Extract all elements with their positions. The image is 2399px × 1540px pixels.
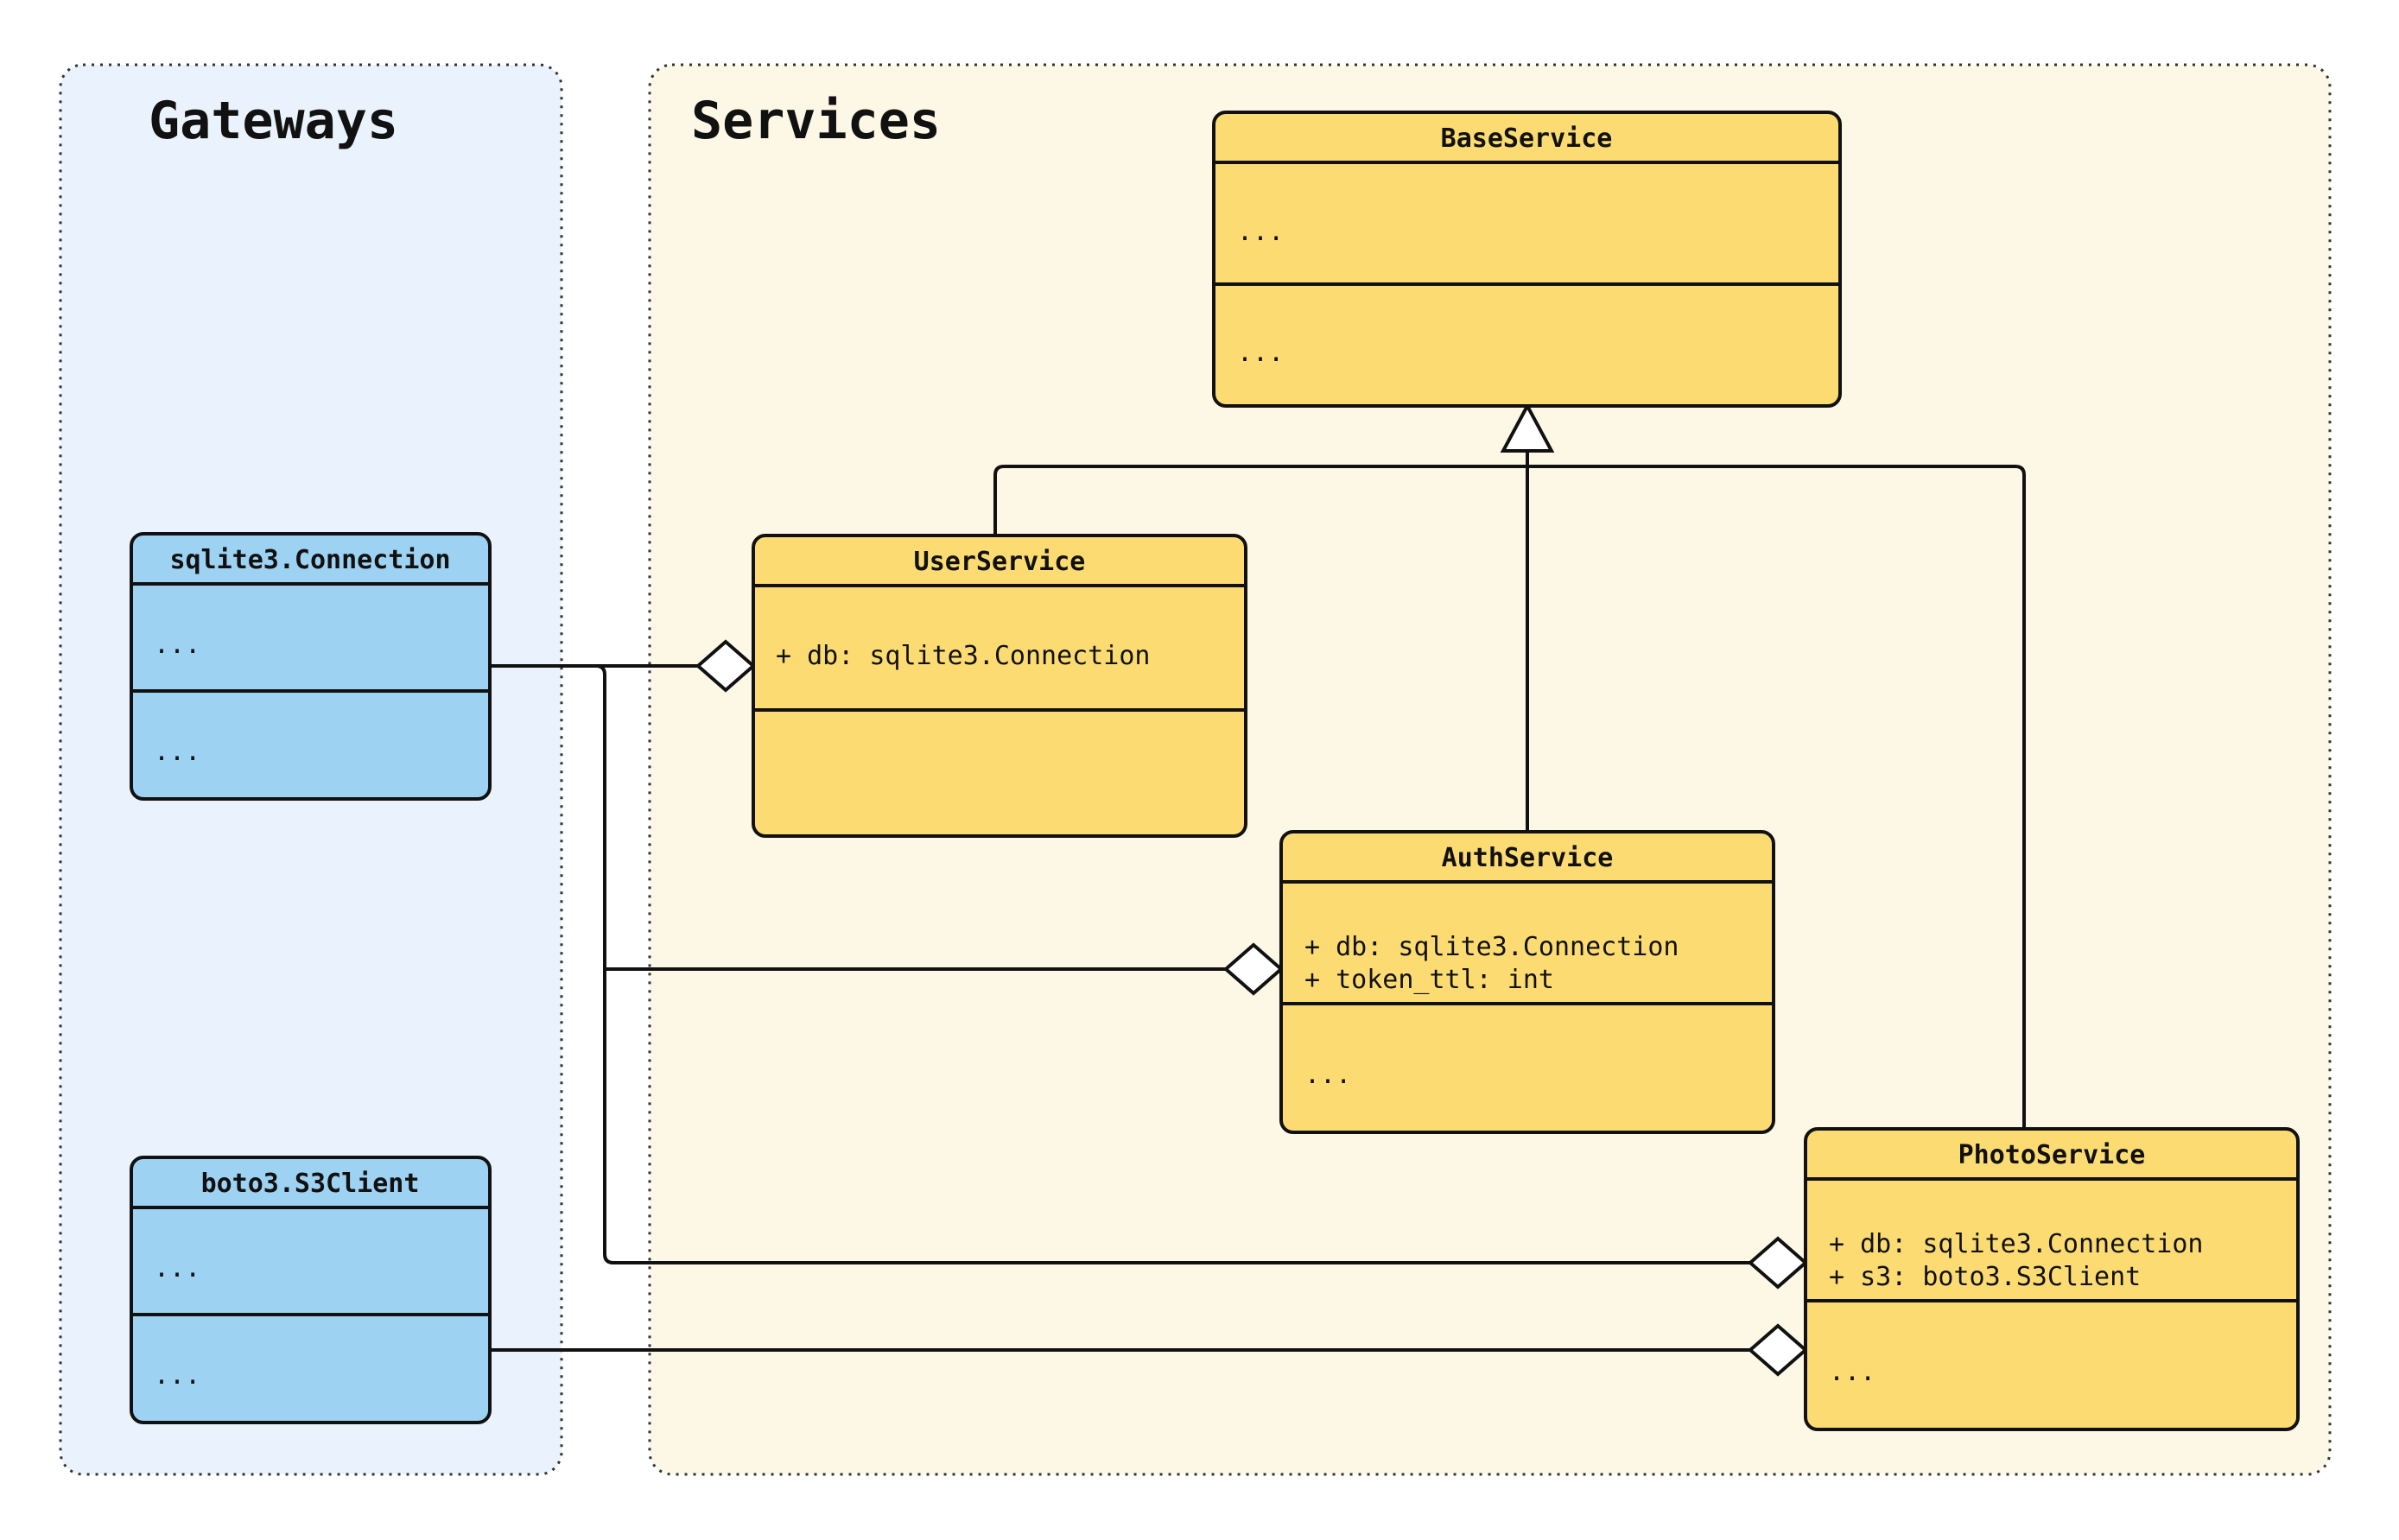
class-attribute-row: + db: sqlite3.Connection <box>776 641 1150 671</box>
aggregation-diamond-icon <box>695 639 757 693</box>
class-box-authservice[interactable]: AuthService + db: sqlite3.Connection + t… <box>1279 830 1775 1134</box>
class-attribute-row: + db: sqlite3.Connection <box>1829 1229 2203 1259</box>
class-box-sqlite3-connection[interactable]: sqlite3.Connection ... ... <box>130 532 492 801</box>
inheritance-branch-userservice <box>993 465 1527 536</box>
class-body <box>1279 830 1775 1134</box>
class-body <box>1212 111 1842 408</box>
class-attribute-row: + db: sqlite3.Connection <box>1304 932 1679 962</box>
package-services-frame <box>648 63 2332 1476</box>
class-method-row: ... <box>1237 338 1284 368</box>
class-box-boto3-s3client[interactable]: boto3.S3Client ... ... <box>130 1156 492 1424</box>
package-services-title: Services <box>691 91 941 151</box>
class-attribute-row: ... <box>1237 217 1284 247</box>
relation-agg-s3-photoservice <box>490 1323 1809 1377</box>
class-title: BaseService <box>1441 124 1613 154</box>
class-box-userservice[interactable]: UserService + db: sqlite3.Connection <box>752 534 1247 838</box>
class-method-row: ... <box>154 1360 200 1391</box>
class-body <box>130 532 492 801</box>
inheritance-branch-photoservice <box>1527 465 2026 1129</box>
class-method-row: ... <box>154 737 200 767</box>
class-title: AuthService <box>1442 843 1614 873</box>
relation-agg-sqlite-authservice <box>490 664 1285 996</box>
class-attribute-row: + token_ttl: int <box>1304 965 1554 995</box>
relation-inheritance-group <box>993 402 2026 1129</box>
class-box-baseservice[interactable]: BaseService ... ... <box>1212 111 1842 408</box>
class-title: UserService <box>914 547 1086 577</box>
class-attribute-row: + s3: boto3.S3Client <box>1829 1262 2141 1292</box>
class-body <box>1804 1127 2300 1431</box>
agg-line-sqlite-authservice <box>490 664 1234 971</box>
inheritance-triangle-icon <box>1500 402 1555 453</box>
aggregation-diamond-icon <box>1222 942 1285 996</box>
class-title: PhotoService <box>1958 1140 2146 1170</box>
relation-agg-sqlite-photoservice <box>603 969 1809 1290</box>
class-title: sqlite3.Connection <box>169 545 450 575</box>
aggregation-diamond-icon <box>1747 1323 1809 1377</box>
class-body <box>130 1156 492 1424</box>
class-method-row: ... <box>1829 1357 1875 1387</box>
agg-line-sqlite-photoservice <box>603 969 1759 1264</box>
class-attribute-row: ... <box>154 1253 200 1283</box>
package-gateways-title: Gateways <box>149 91 398 151</box>
class-attribute-row: ... <box>154 630 200 660</box>
package-services: Services <box>648 63 2332 1476</box>
aggregation-diamond-icon <box>1747 1236 1809 1290</box>
class-title: boto3.S3Client <box>201 1169 420 1199</box>
class-method-row: ... <box>1304 1060 1351 1090</box>
class-box-photoservice[interactable]: PhotoService + db: sqlite3.Connection + … <box>1804 1127 2300 1431</box>
class-body <box>752 534 1247 838</box>
